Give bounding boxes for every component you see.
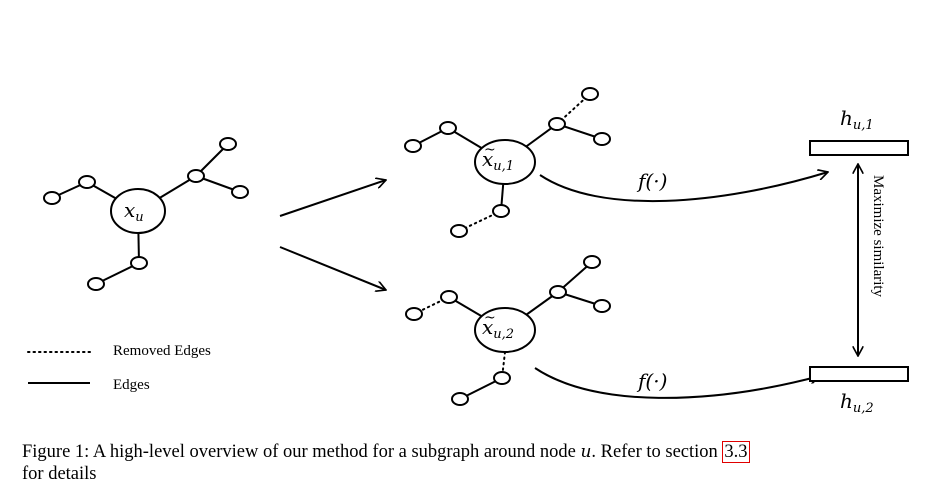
center-node-label: xu [124, 198, 144, 225]
encoder-label-bottom: f(·) [636, 369, 667, 393]
graph-node [231, 185, 249, 199]
center-node-aug1-label: xu,1 [482, 147, 514, 174]
encoder-arrow-top [539, 172, 828, 203]
graph-node [593, 299, 611, 313]
center-node-aug1 [474, 139, 536, 185]
tilde-mark: ~ [484, 142, 496, 158]
graph-node [451, 392, 469, 406]
embedding-box-top [809, 140, 909, 156]
graph-node [78, 175, 96, 189]
graph-node [581, 87, 599, 101]
augment-arrow-top [279, 180, 386, 217]
graph-node [187, 169, 205, 183]
caption-prefix: Figure 1: A high-level overview of our m… [22, 442, 581, 462]
encoder-arrow-bottom [534, 367, 820, 399]
graph-node [87, 277, 105, 291]
graph-node [43, 191, 61, 205]
legend-edges-label: Edges [113, 377, 150, 393]
graph-node [405, 307, 423, 321]
graph-node [492, 204, 510, 218]
embedding-label-bottom: hu,2 [840, 389, 874, 416]
graph-node [548, 117, 566, 131]
graph-node [583, 255, 601, 269]
legend-removed-edges-label: Removed Edges [113, 343, 211, 359]
caption-suffix: for details [22, 464, 97, 484]
graph-node [439, 121, 457, 135]
graph-node [404, 139, 422, 153]
center-node-original [110, 188, 166, 234]
encoder-label-top: f(·) [636, 169, 667, 193]
graph-node [493, 371, 511, 385]
center-node-aug2-label: xu,2 [482, 315, 514, 342]
center-node-aug2 [474, 307, 536, 353]
graph-node [219, 137, 237, 151]
graph-node [130, 256, 148, 270]
graph-node [593, 132, 611, 146]
augment-arrow-bottom [279, 246, 386, 290]
graph-node [450, 224, 468, 238]
section-ref-link[interactable]: 3.3 [722, 441, 750, 463]
augmented-graph-1: xu,1 ~ [404, 87, 611, 238]
caption-node-symbol: u [580, 442, 592, 462]
embedding-label-top: hu,1 [840, 106, 874, 133]
caption-middle: . Refer to section [591, 442, 723, 462]
augmented-graph-2: xu,2 ~ [405, 255, 611, 406]
similarity-label: Maximize similarity [870, 175, 886, 298]
embedding-box-bottom [809, 366, 909, 382]
original-graph: xu [43, 137, 249, 291]
graph-node [549, 285, 567, 299]
tilde-mark: ~ [484, 310, 496, 326]
figure-caption: Figure 1: A high-level overview of our m… [22, 441, 922, 485]
graph-node [440, 290, 458, 304]
legend: Removed Edges Edges [27, 343, 211, 393]
